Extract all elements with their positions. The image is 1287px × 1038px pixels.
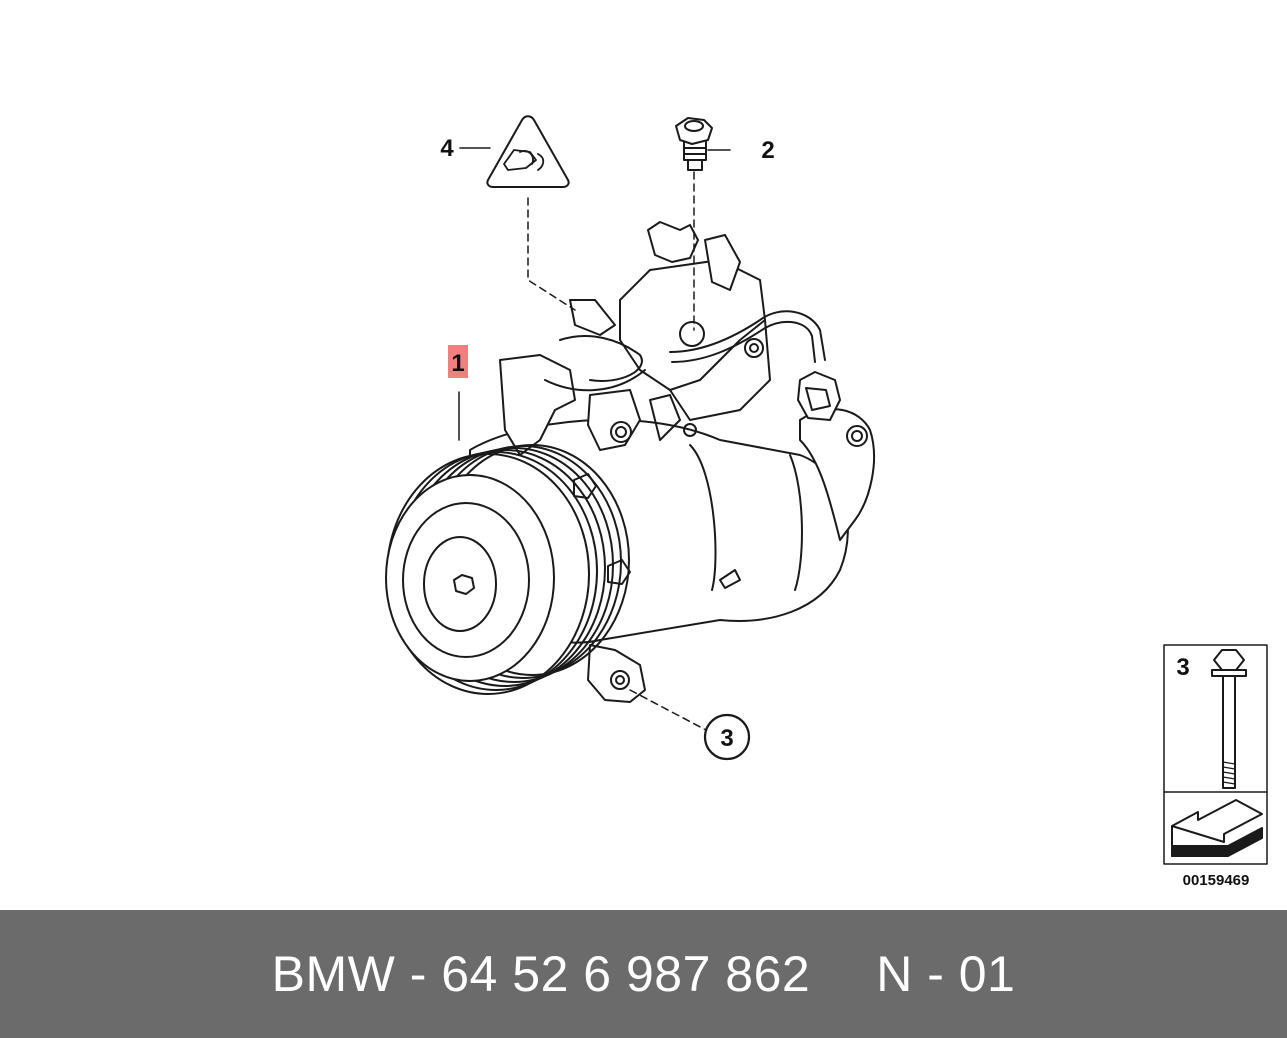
variant-code: N - 01 (876, 946, 1016, 1002)
callout-1-label: 1 (451, 350, 464, 377)
callout-4-label: 4 (440, 135, 454, 162)
inset-label: 3 (1176, 654, 1189, 681)
leader-lines (458, 147, 731, 731)
footer-bar: BMW - 64 52 6 987 862 N - 01 (0, 910, 1287, 1038)
document-number: 00159469 (1183, 872, 1250, 889)
ac-compressor-drawing (385, 221, 876, 703)
item-1-highlight (448, 345, 468, 378)
parts-diagram: 1 2 3 4 3 00159469 (385, 115, 1268, 889)
part-number: BMW - 64 52 6 987 862 (271, 946, 811, 1002)
valve-fitting-drawing (675, 117, 713, 171)
callout-3-label: 3 (720, 725, 733, 752)
callout-3-circle (703, 713, 751, 761)
callout-2-label: 2 (761, 137, 774, 164)
direction-arrow-icon (1171, 799, 1263, 857)
warning-label-drawing (486, 115, 570, 188)
